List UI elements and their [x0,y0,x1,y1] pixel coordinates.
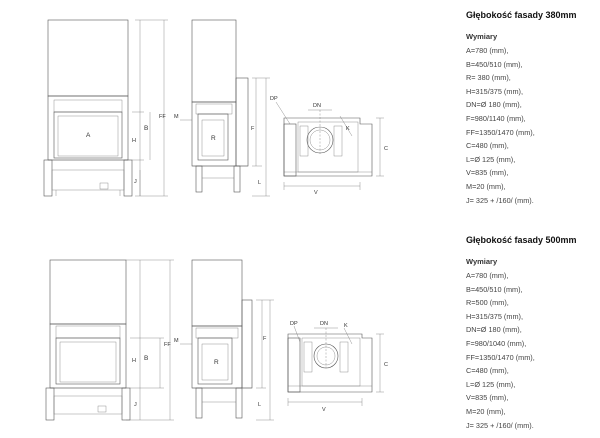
label-J-bottom: J [134,402,137,408]
label-K-bottom: K [344,323,348,329]
spec-item: H=315/375 (mm), [466,86,523,96]
label-V-bottom: V [322,407,326,413]
spec-item: FF=1350/1470 (mm), [466,352,535,362]
spec-panel-380: Głębokość fasady 380mm Wymiary A=780 (mm… [466,10,596,207]
label-B: B [144,125,148,132]
label-M-bottom: M [174,338,179,344]
spec-item: DN=Ø 180 (mm), [466,325,522,335]
spec-item: DN=Ø 180 (mm), [466,100,522,110]
label-H: H [132,138,136,144]
label-R: R [211,135,216,142]
spec-item: R=500 (mm), [466,298,509,308]
spec-item: B=450/510 (mm), [466,284,523,294]
spec-item: V=835 (mm), [466,168,509,178]
label-FF: FF [159,114,166,120]
label-C-bottom: C [384,362,388,368]
label-C: C [384,146,388,152]
label-DN-bottom: DN [320,321,328,327]
spec-item: F=980/1040 (mm), [466,338,527,348]
spec-item: L=Ø 125 (mm), [466,379,516,389]
label-V: V [314,190,318,196]
plan-view-380: DP DN K C V [270,96,388,196]
spec-title-380: Głębokość fasady 380mm [466,10,577,20]
spec-item: R= 380 (mm), [466,73,511,83]
label-DP-bottom: DP [290,321,298,327]
spec-item: J= 325 + /160/ (mm). [466,420,534,430]
side-view-380: M R F L [174,19,270,197]
label-L-bottom: L [258,402,261,408]
spec-item: M=20 (mm), [466,181,506,191]
technical-drawing: A B H J FF M R F L [43,19,388,421]
label-K: K [346,126,350,132]
spec-item: J= 325 + /160/ (mm). [466,195,534,205]
spec-subtitle-500: Wymiary [466,257,498,266]
spec-title-500: Głębokość fasady 500mm [466,235,577,245]
spec-subtitle-380: Wymiary [466,32,498,41]
label-F-bottom: F [263,336,267,342]
spec-item: C=480 (mm), [466,141,509,151]
spec-item: L=Ø 125 (mm), [466,154,516,164]
label-F: F [251,126,255,132]
spec-item: H=315/375 (mm), [466,311,523,321]
label-B-bottom: B [144,355,148,362]
label-DP: DP [270,96,278,102]
plan-view-500: DP DN K C V [287,321,388,413]
label-FF-bottom: FF [164,342,171,348]
spec-item: V=835 (mm), [466,393,509,403]
label-R-bottom: R [214,359,219,366]
spec-item: M=20 (mm), [466,406,506,416]
label-A: A [86,132,91,139]
front-view-500: B H J FF [45,259,174,421]
spec-list-380: A=780 (mm), B=450/510 (mm), R= 380 (mm),… [466,44,596,207]
spec-item: F=980/1140 (mm), [466,113,526,123]
spec-panel-500: Głębokość fasady 500mm Wymiary A=780 (mm… [466,235,596,432]
label-L: L [258,180,261,186]
front-view-380: A B H J FF [43,19,168,197]
spec-item: A=780 (mm), [466,271,509,280]
side-view-500: M R F L [174,259,274,421]
spec-list-500: A=780 (mm), B=450/510 (mm), R=500 (mm), … [466,269,596,432]
label-J: J [134,179,137,185]
spec-item: B=450/510 (mm), [466,59,523,69]
label-H-bottom: H [132,358,136,364]
spec-item: FF=1350/1470 (mm), [466,127,535,137]
spec-item: C=480 (mm), [466,366,509,376]
label-DN: DN [313,103,321,109]
spec-item: A=780 (mm), [466,46,509,55]
label-M: M [174,114,179,120]
